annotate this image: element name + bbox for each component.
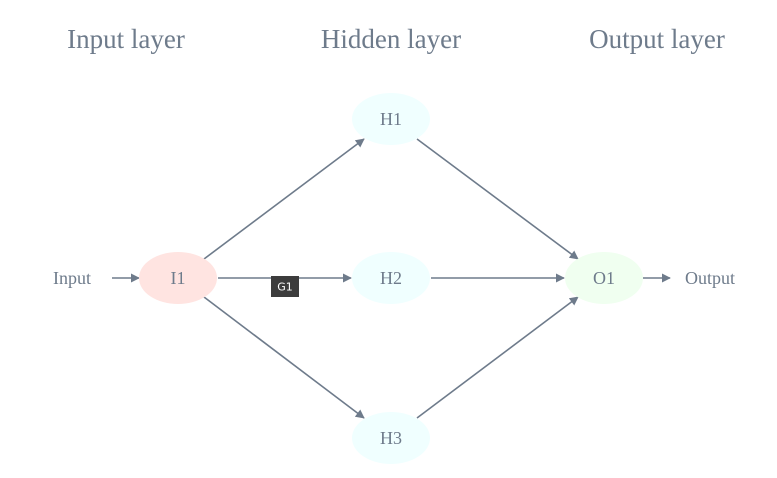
input-layer-title: Input layer	[67, 24, 185, 54]
edge-h3-to-o1	[416, 296, 579, 419]
node-o1: O1	[565, 252, 643, 304]
output-layer-title: Output layer	[589, 24, 725, 54]
input-label: Input	[53, 268, 91, 288]
node-i1-shape	[139, 252, 217, 304]
node-h2-label: H2	[380, 268, 402, 288]
edge-i1-to-h1	[203, 138, 365, 260]
node-h3-label: H3	[380, 428, 402, 448]
edge-badge-label: G1	[277, 281, 293, 294]
node-h3: H3	[352, 412, 430, 464]
node-h2-shape	[352, 252, 430, 304]
edge-badge-g1: G1	[271, 276, 299, 297]
edge-i1-to-h3	[203, 296, 365, 419]
node-h1-label: H1	[380, 109, 402, 129]
node-h1: H1	[352, 93, 430, 145]
node-o1-label: O1	[593, 268, 615, 288]
node-h3-shape	[352, 412, 430, 464]
node-h2: H2	[352, 252, 430, 304]
node-o1-shape	[565, 252, 643, 304]
node-i1-label: I1	[171, 268, 186, 288]
node-i1: I1	[139, 252, 217, 304]
output-label: Output	[685, 268, 735, 288]
hidden-layer-title: Hidden layer	[321, 24, 461, 54]
node-h1-shape	[352, 93, 430, 145]
edge-h1-to-o1	[416, 138, 579, 260]
edge-badge-bg	[271, 276, 299, 297]
